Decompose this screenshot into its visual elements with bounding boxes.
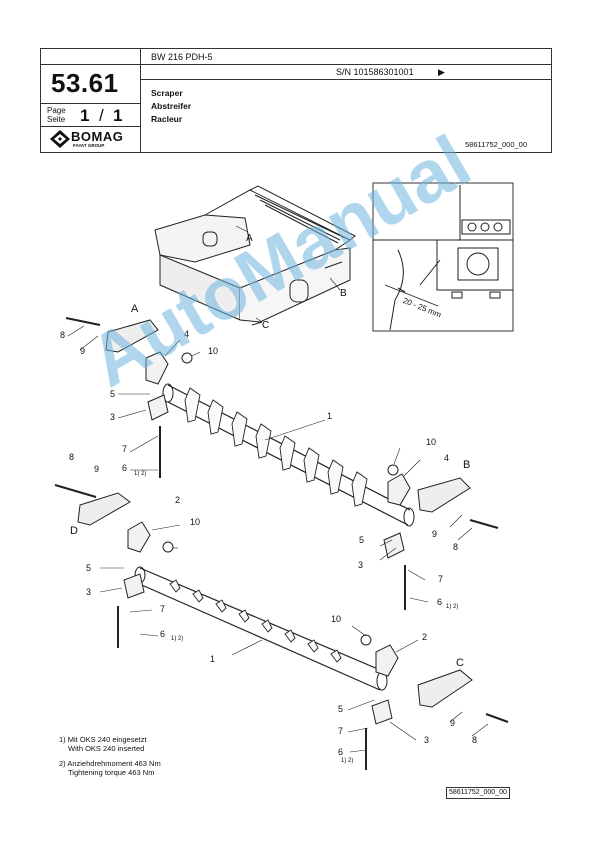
callout-3: 3 (358, 560, 364, 570)
callout-2: 2 (422, 632, 428, 642)
callout-10: 10 (208, 346, 219, 356)
callout-9: 9 (80, 346, 86, 356)
page-separator: / (99, 106, 104, 125)
overview-label-c: C (262, 320, 270, 331)
callout-5: 5 (86, 563, 92, 573)
callout-8: 8 (472, 735, 478, 745)
callout-8: 8 (453, 542, 459, 552)
page-code: 53.61 (51, 68, 119, 98)
callout-6: 6 (122, 463, 128, 473)
callout-4: 4 (184, 329, 190, 339)
callout-footnote-ref: 1) 2) (171, 636, 184, 642)
callout-3: 3 (110, 412, 116, 422)
bomag-logo-icon (50, 130, 70, 148)
callout-5: 5 (338, 704, 344, 714)
callout-7: 7 (338, 726, 344, 736)
footnote-1-en: With OKS 240 inserted (68, 744, 145, 753)
footnote-2-en: Tightening torque 463 Nm (68, 768, 155, 777)
callout-9: 9 (94, 464, 100, 474)
callout-10: 10 (331, 614, 342, 624)
callout-a: A (131, 303, 139, 315)
callout-b: B (463, 459, 471, 471)
serial-number: S/N 101586301001 (336, 67, 414, 77)
callout-c: C (456, 657, 464, 669)
footnote-1-de: 1) Mit OKS 240 eingesetzt (59, 735, 147, 744)
header-box: 53.61 Page Seite 1 / 1 BOMAG FAYAT GROUP… (40, 48, 552, 153)
callout-9: 9 (450, 718, 456, 728)
callout-6: 6 (160, 629, 166, 639)
callout-1: 1 (327, 411, 333, 421)
callout-d: D (70, 525, 78, 537)
bottom-drawing-number: 58611752_000_00 (446, 787, 510, 799)
callout-footnote-ref: 1) 2) (341, 758, 354, 764)
page-number: 1 (80, 106, 90, 125)
model-name: BW 216 PDH-5 (151, 52, 213, 62)
callout-5: 5 (359, 535, 365, 545)
page-total: 1 (113, 106, 123, 125)
callout-7: 7 (160, 604, 166, 614)
title-fr: Racleur (151, 114, 183, 124)
brand-sub: FAYAT GROUP (73, 143, 105, 148)
callout-2: 2 (175, 495, 181, 505)
callout-9: 9 (432, 529, 438, 539)
callout-7: 7 (122, 444, 128, 454)
title-en: Scraper (151, 88, 183, 98)
callout-10: 10 (426, 437, 437, 447)
callout-footnote-ref: 1) 2) (446, 604, 459, 610)
brand-name: BOMAG (71, 129, 124, 144)
page-label-en: Page (47, 106, 66, 115)
callout-5: 5 (110, 389, 116, 399)
page-label-de: Seite (47, 115, 66, 124)
title-de: Abstreifer (151, 101, 192, 111)
callout-4: 4 (444, 453, 450, 463)
callout-10: 10 (190, 517, 201, 527)
footnote-2-de: 2) Anziehdrehmoment 463 Nm (59, 759, 161, 768)
callout-1: 1 (210, 654, 216, 664)
play-arrow-icon: ▶ (438, 67, 445, 77)
callout-8: 8 (60, 330, 66, 340)
callout-7: 7 (438, 574, 444, 584)
callout-footnote-ref: 1) 2) (134, 471, 147, 477)
overview-label-a: A (246, 233, 253, 244)
drawing-number: 58611752_000_00 (465, 140, 528, 149)
callout-3: 3 (424, 735, 430, 745)
callout-3: 3 (86, 587, 92, 597)
callout-6: 6 (437, 597, 443, 607)
overview-label-b: B (340, 288, 347, 299)
callout-6: 6 (338, 747, 344, 757)
callout-8: 8 (69, 452, 75, 462)
